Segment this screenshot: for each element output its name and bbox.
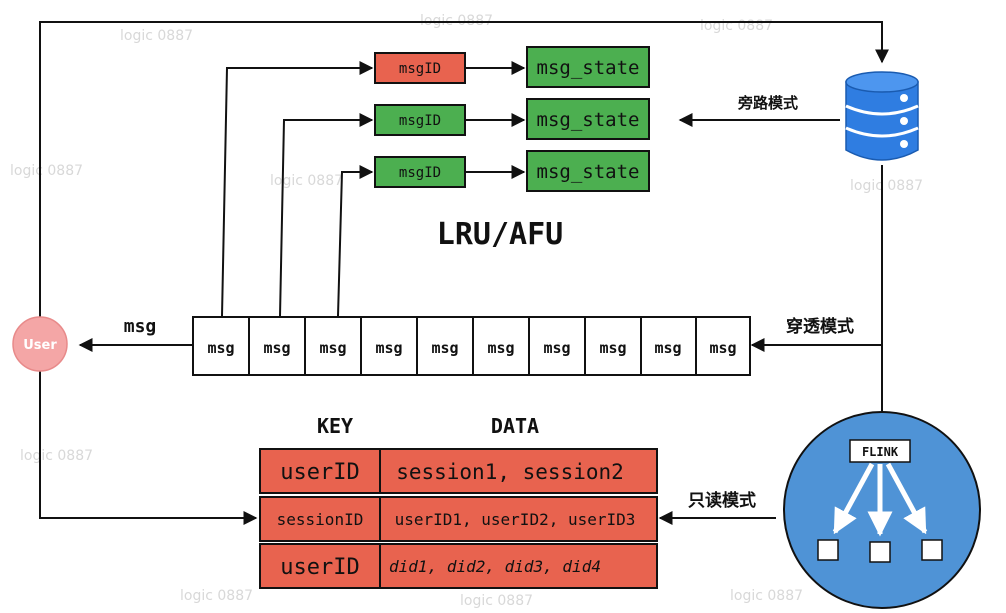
watermark: logic 0887 — [270, 173, 343, 189]
flink-label-box — [849, 439, 911, 463]
msg-to-cache-line-2 — [279, 113, 374, 317]
watermark: logic 0887 — [700, 18, 773, 34]
queue-cell — [304, 316, 362, 376]
kv-key-cell — [259, 496, 381, 542]
penetrate-mode-label: 穿透模式 — [786, 316, 854, 337]
cache-value-label: msg_state — [537, 109, 640, 131]
cache-key-label: msgID — [399, 165, 441, 181]
kv-data-label: session1, session2 — [396, 460, 624, 484]
kv-data-label: did1, did2, did3, did4 — [389, 557, 601, 576]
watermark: logic 0887 — [10, 163, 83, 179]
queue-cell — [640, 316, 697, 376]
queue-cell-label: msg — [599, 339, 626, 357]
queue-cell — [584, 316, 642, 376]
cache-value-label: msg_state — [537, 161, 640, 183]
readonly-mode-label: 只读模式 — [688, 490, 756, 511]
flink-task-box — [921, 539, 943, 561]
kv-key-cell — [259, 543, 381, 589]
kv-key-label: userID — [280, 555, 359, 580]
queue-cell — [695, 316, 751, 376]
kv-key-label: userID — [280, 460, 359, 485]
kv-data-cell — [379, 543, 658, 589]
flink-task-box — [817, 539, 839, 561]
queue-cell-label: msg — [319, 339, 346, 357]
kv-store: KEY DATA userID session1, session2 sessi… — [259, 414, 658, 589]
cache-value-box — [526, 46, 650, 88]
flink-label: FLINK — [862, 445, 899, 459]
watermarks: logic 0887 logic 0887 logic 0887 logic 0… — [10, 13, 923, 609]
watermark: logic 0887 — [460, 593, 533, 609]
cache-title: LRU/AFU — [437, 217, 563, 252]
cache-value-box — [526, 150, 650, 192]
queue-cell — [248, 316, 306, 376]
msg-to-cache-line-1 — [221, 61, 374, 317]
queue-cell-label: msg — [654, 339, 681, 357]
queue-cell-label: msg — [543, 339, 570, 357]
cache-key-label: msgID — [399, 61, 441, 77]
queue-cell-label: msg — [709, 339, 736, 357]
user-label: User — [23, 338, 57, 353]
watermark: logic 0887 — [20, 448, 93, 464]
queue-cell-label: msg — [375, 339, 402, 357]
database-icon — [845, 71, 919, 161]
msg-arrow-label: msg — [124, 316, 157, 337]
watermark: logic 0887 — [730, 588, 803, 604]
cache-entry: msgID msg_state — [374, 98, 650, 140]
queue-cell — [416, 316, 474, 376]
bypass-mode-label: 旁路模式 — [737, 94, 798, 112]
cache-key-label: msgID — [399, 113, 441, 129]
kv-key-label: sessionID — [277, 510, 364, 529]
kv-data-header: DATA — [491, 414, 539, 438]
watermark: logic 0887 — [180, 588, 253, 604]
cache-key-box — [374, 156, 466, 188]
cache-entry: msgID msg_state — [374, 150, 650, 192]
cache-value-box — [526, 98, 650, 140]
connectors — [39, 21, 889, 525]
cache-value-label: msg_state — [537, 57, 640, 79]
user-to-database-line — [39, 21, 889, 318]
kv-key-cell — [259, 448, 381, 494]
queue-cell-label: msg — [207, 339, 234, 357]
kv-data-label: userID1, userID2, userID3 — [395, 510, 636, 529]
kv-key-header: KEY — [317, 414, 353, 438]
cache-block: msgID msg_state msgID msg_state msgID ms… — [374, 46, 650, 252]
msg-to-cache-line-3 — [337, 165, 374, 317]
kv-data-cell — [379, 448, 658, 494]
watermark: logic 0887 — [120, 28, 193, 44]
queue-cell-label: msg — [431, 339, 458, 357]
user-node: User — [12, 316, 68, 372]
kv-data-cell — [379, 496, 658, 542]
flink-task-box — [869, 541, 891, 563]
queue-cell — [192, 316, 250, 376]
cache-entry: msgID msg_state — [374, 46, 650, 88]
queue-cell — [360, 316, 418, 376]
flink-node: FLINK — [783, 411, 981, 609]
cache-key-box — [374, 104, 466, 136]
queue-cell-label: msg — [263, 339, 290, 357]
queue-cell — [472, 316, 530, 376]
watermark: logic 0887 — [850, 178, 923, 194]
user-circle — [12, 316, 68, 372]
queue-cell-label: msg — [487, 339, 514, 357]
user-to-kv-line — [39, 370, 258, 525]
cache-key-box — [374, 52, 466, 84]
message-queue: msg msg msg msg msg msg msg msg msg msg — [192, 316, 751, 376]
